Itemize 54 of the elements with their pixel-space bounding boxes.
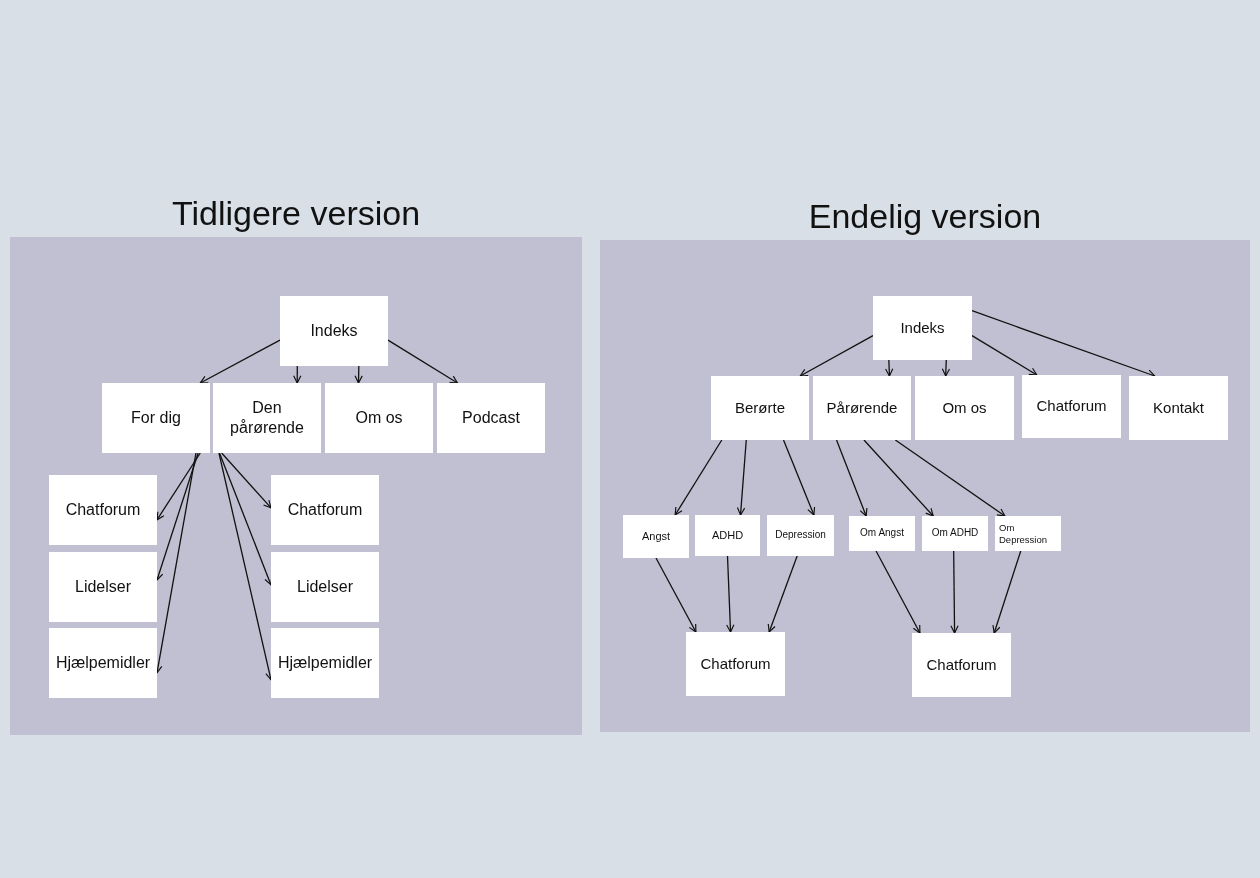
page-box: Berørte <box>711 376 809 440</box>
panel-title: Endelig version <box>807 196 1043 237</box>
page-box: Depression <box>767 515 834 556</box>
arrow <box>885 359 894 377</box>
arrow <box>726 555 735 633</box>
page-box: Om Depression <box>995 516 1061 551</box>
arrow <box>155 452 199 581</box>
arrow <box>293 365 302 384</box>
arrow <box>218 452 273 586</box>
arrow <box>863 439 934 517</box>
page-box: Chatforum <box>686 632 785 696</box>
arrow <box>655 557 697 633</box>
page-box: Hjælpemidler <box>49 628 157 698</box>
arrow <box>799 335 874 377</box>
page-box: Om Angst <box>849 516 915 551</box>
page-box: Om ADHD <box>922 516 988 551</box>
arrow <box>218 452 274 681</box>
page-box: ADHD <box>695 515 760 556</box>
arrow <box>875 550 921 634</box>
page-box: Pårørende <box>813 376 911 440</box>
page-box: Hjælpemidler <box>271 628 379 698</box>
arrow <box>154 452 197 674</box>
page-box: Lidelser <box>49 552 157 622</box>
page-box: Chatforum <box>1022 375 1121 438</box>
arrow <box>674 439 723 516</box>
arrow <box>835 439 868 517</box>
page-box: Chatforum <box>912 633 1011 697</box>
arrow <box>156 452 201 521</box>
arrow <box>992 550 1022 634</box>
page-box: Angst <box>623 515 689 558</box>
page-box: Om os <box>915 376 1014 440</box>
arrow <box>971 335 1038 376</box>
page-box: Om os <box>325 383 433 453</box>
arrow <box>221 452 272 509</box>
page-box: Den pårørende <box>213 383 321 453</box>
arrow <box>767 555 798 633</box>
arrow <box>971 310 1156 378</box>
page-box: Lidelser <box>271 552 379 622</box>
arrow <box>950 550 959 634</box>
arrow <box>736 439 747 516</box>
arrow <box>894 439 1006 517</box>
page-box: Indeks <box>280 296 388 366</box>
arrow <box>199 339 281 384</box>
arrow <box>387 339 459 384</box>
page-box: Indeks <box>873 296 972 360</box>
page-box: Podcast <box>437 383 545 453</box>
page-box: Chatforum <box>49 475 157 545</box>
panel-title: Tidligere version <box>170 193 422 234</box>
page-box: Kontakt <box>1129 376 1228 440</box>
page-box: Chatforum <box>271 475 379 545</box>
arrow <box>941 359 951 377</box>
arrow <box>354 365 363 384</box>
arrow <box>782 439 816 516</box>
page-box: For dig <box>102 383 210 453</box>
